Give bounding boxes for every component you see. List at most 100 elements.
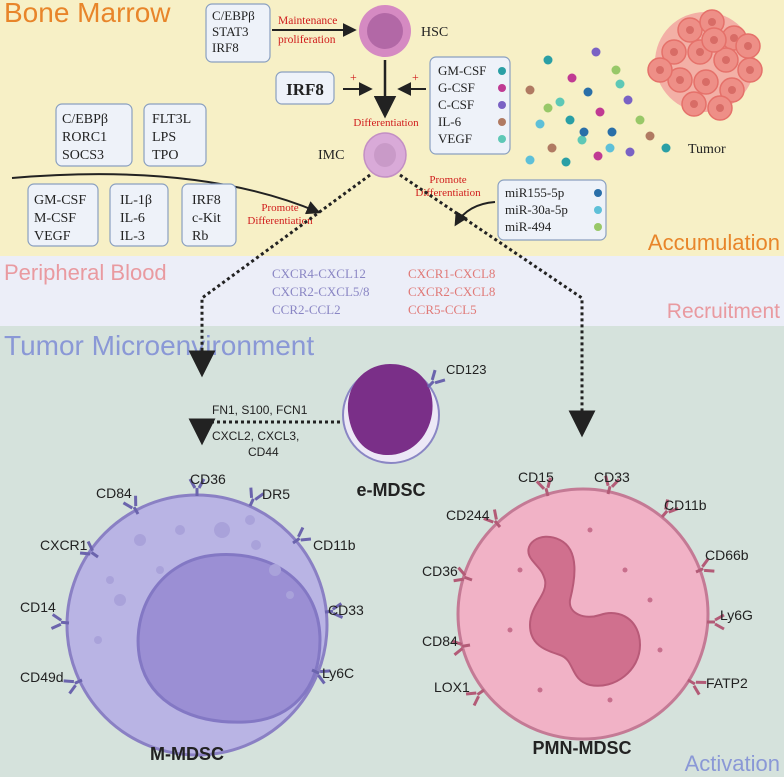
activation-label: Activation: [685, 751, 780, 776]
m-marker-cd14: CD14: [20, 599, 56, 615]
recruitment-label: Recruitment: [667, 300, 780, 323]
cytokine-item: IL-6: [438, 114, 462, 129]
irf8-plus: +: [350, 70, 357, 84]
tumor-mass: [647, 9, 763, 121]
axis-left-1: CXCR4-CXCL12: [272, 266, 366, 281]
bottom-box-1-line-3: VEGF: [34, 229, 71, 244]
secreted-line-2: CXCL2, CXCL3,: [212, 429, 299, 443]
factor-particle: [543, 103, 553, 113]
factor-particle: [535, 119, 545, 129]
m-marker-cd11b: CD11b: [313, 537, 356, 553]
tumor-cell-nucleus: [708, 18, 716, 26]
m-marker-cd49d: CD49d: [20, 669, 64, 685]
cytokine-dot: [498, 118, 506, 126]
peripheral-blood-title: Peripheral Blood: [4, 260, 167, 285]
pmn-marker-ly6g: Ly6G: [720, 607, 753, 623]
pmn-marker-cd244: CD244: [446, 507, 490, 523]
factor-particle: [611, 65, 621, 75]
factor-particle: [615, 79, 625, 89]
left-box-2: [143, 103, 207, 167]
m-mdsc-cell: [65, 493, 329, 757]
e-mdsc-nucleus: [347, 364, 433, 456]
factor-particle: [623, 95, 633, 105]
axis-right-1: CXCR1-CXCL8: [408, 266, 495, 281]
mirna-box: [497, 179, 607, 241]
cytokine-item: G-CSF: [438, 80, 475, 95]
pmn-marker-cd15: CD15: [518, 469, 554, 485]
bottom-box-2: [109, 183, 169, 247]
maintenance-label: Maintenance: [278, 15, 337, 27]
cytokine-item: VEGF: [438, 131, 472, 146]
left-box-1-line-1: C/EBPβ: [62, 112, 108, 127]
axis-left-2: CXCR2-CXCL5/8: [272, 284, 370, 299]
tumor-cell-nucleus: [686, 26, 694, 34]
tf-box-line-2: STAT3: [212, 24, 249, 39]
cytokine-plus: +: [412, 70, 419, 84]
factor-particle: [661, 143, 671, 153]
tumor-cell-nucleus: [730, 34, 738, 42]
pmn-marker-lox1: LOX1: [434, 679, 470, 695]
irf8-box: [275, 71, 335, 105]
mirna-dot: [594, 223, 602, 231]
m-marker-dr5: DR5: [262, 486, 290, 502]
factor-particle: [605, 143, 615, 153]
pmn-marker-cd66b: CD66b: [705, 547, 749, 563]
tumor-cell-nucleus: [716, 104, 724, 112]
left-box-1-line-3: SOCS3: [62, 148, 104, 163]
bottom-box-3: [181, 183, 237, 247]
axis-right-3: CCR5-CCL5: [408, 302, 477, 317]
mirna-item: miR-494: [505, 219, 552, 234]
hsc-nucleus: [367, 13, 403, 49]
bone-marrow-title: Bone Marrow: [4, 0, 171, 28]
bottom-box-3-line-3: Rb: [192, 229, 208, 244]
tumor-cell-nucleus: [746, 66, 754, 74]
tumor-cell-nucleus: [696, 48, 704, 56]
promote-arrow-left: [11, 173, 321, 215]
bottom-box-2-line-2: IL-6: [120, 211, 145, 226]
recruitment-path-right: [399, 173, 596, 438]
factor-particle: [595, 107, 605, 117]
factor-particle: [555, 97, 565, 107]
bottom-box-1-line-2: M-CSF: [34, 211, 76, 226]
m-marker-cxcr1: CXCR1: [40, 537, 88, 553]
differentiation-label: Differentiation: [353, 117, 419, 129]
axis-right-2: CXCR2-CXCL8: [408, 284, 495, 299]
factor-particle: [645, 131, 655, 141]
promote-arrow-right: [454, 201, 496, 227]
left-box-1-line-2: RORC1: [62, 130, 107, 145]
factor-particle: [577, 135, 587, 145]
cd123-label: CD123: [446, 362, 486, 377]
promote-right-line-1: Promote: [429, 174, 466, 186]
factor-particle: [525, 85, 535, 95]
tumor-cell-nucleus: [670, 48, 678, 56]
bottom-box-2-line-1: IL-1β: [120, 193, 152, 208]
factor-particle: [567, 73, 577, 83]
tf-box-line-3: IRF8: [212, 40, 239, 55]
cytokine-item: GM-CSF: [438, 63, 486, 78]
tf-box-line-1: C/EBPβ: [212, 8, 255, 23]
mirna-item: miR-30a-5p: [505, 202, 568, 217]
factor-particle: [561, 157, 571, 167]
left-box-1: [55, 103, 133, 167]
tumor-cell-nucleus: [710, 36, 718, 44]
bottom-box-3-line-2: c-Kit: [192, 211, 221, 226]
promote-left-line-1: Promote: [261, 202, 298, 214]
pmn-marker-cd33: CD33: [594, 469, 630, 485]
tumor-secreted-factors: [525, 47, 671, 167]
pmn-marker-cd11b: CD11b: [664, 497, 707, 513]
cytokine-dot: [498, 101, 506, 109]
factor-particle: [583, 87, 593, 97]
secretion-path: [188, 418, 340, 446]
tumor-cell-nucleus: [676, 76, 684, 84]
cytokine-dot: [498, 84, 506, 92]
left-box-2-line-3: TPO: [152, 148, 178, 163]
left-box-2-line-1: FLT3L: [152, 112, 191, 127]
tumor-cell-nucleus: [722, 56, 730, 64]
bottom-box-2-line-3: IL-3: [120, 229, 145, 244]
m-mdsc-label: M-MDSC: [150, 744, 224, 764]
pmn-mdsc-cell: [456, 487, 710, 741]
peripheral-blood-region: [0, 256, 784, 326]
